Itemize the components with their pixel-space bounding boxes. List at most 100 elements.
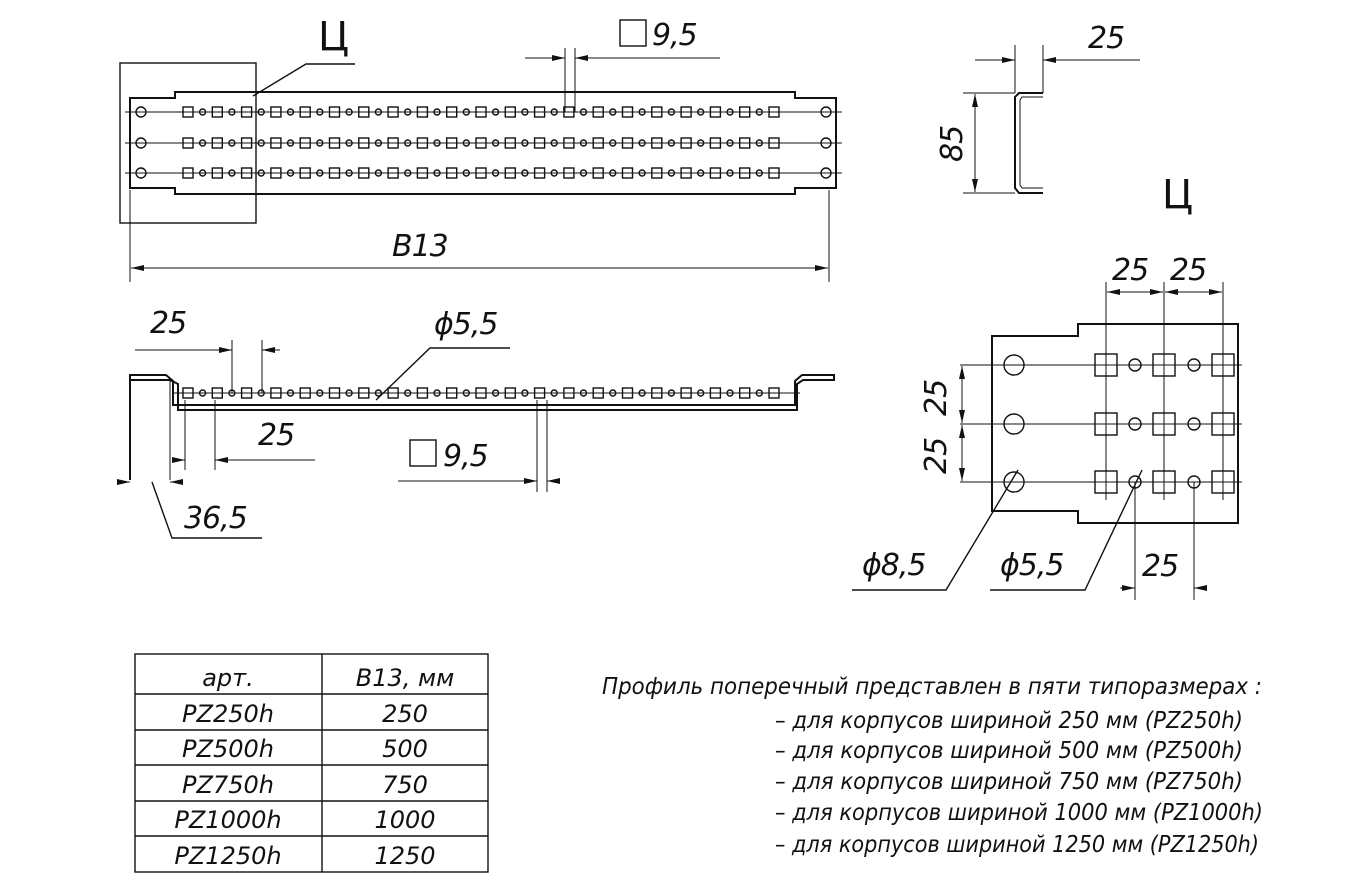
square-hole	[621, 137, 634, 149]
small-hole	[638, 108, 646, 116]
large-hole	[135, 106, 147, 118]
small-hole	[404, 108, 412, 116]
square-hole	[446, 137, 458, 149]
small-hole	[316, 139, 324, 147]
square-hole	[240, 167, 253, 179]
square-hole	[328, 137, 341, 149]
detail-pitch-y-2: 25	[919, 438, 954, 474]
table-cell-art: PZ1000h	[174, 806, 281, 834]
small-hole	[286, 389, 295, 397]
table-cell-b13: 250	[382, 700, 428, 728]
square-hole	[504, 137, 516, 149]
small-hole	[228, 169, 236, 177]
notes-line: – для корпусов шириной 500 мм (PZ500h)	[775, 738, 1243, 764]
table-header-b13: B13, мм	[356, 664, 454, 692]
square-hole	[387, 387, 399, 399]
small-hole	[521, 389, 529, 397]
small-hole	[1128, 417, 1142, 431]
detail-large-hole-dim: ϕ8,5	[862, 548, 926, 583]
small-hole	[316, 389, 324, 397]
small-hole	[1128, 358, 1142, 372]
small-hole	[1187, 358, 1201, 372]
small-hole	[491, 139, 500, 147]
square-hole	[270, 387, 282, 399]
small-hole	[579, 139, 588, 147]
small-hole	[697, 139, 705, 147]
small-hole	[1187, 417, 1201, 431]
small-hole	[726, 389, 734, 397]
square-hole	[211, 167, 224, 179]
small-hole	[755, 169, 763, 177]
callout-leader	[252, 63, 355, 97]
side-square-hole-dim: 9,5	[443, 439, 488, 474]
detail-hole-pattern	[1003, 353, 1235, 494]
small-hole	[609, 389, 617, 397]
square-hole	[387, 106, 399, 118]
small-hole	[404, 139, 412, 147]
square-hole	[270, 106, 282, 118]
small-hole	[345, 169, 353, 177]
notes: Профиль поперечный представлен в пяти ти…	[602, 674, 1263, 858]
table-cell-art: PZ250h	[182, 700, 274, 728]
small-hole	[316, 108, 324, 116]
small-hole	[462, 139, 470, 147]
detail-pitch-x-bottom: 25	[1142, 549, 1178, 584]
small-hole	[726, 139, 734, 147]
small-hole	[491, 108, 500, 116]
top-profile-outline	[129, 91, 837, 195]
small-hole	[433, 108, 441, 116]
callout-label: Ц	[318, 14, 349, 60]
square-hole	[240, 137, 253, 149]
small-hole	[491, 389, 500, 397]
square-hole	[475, 137, 487, 149]
large-hole	[1003, 354, 1025, 376]
square-hole	[182, 387, 194, 399]
square-hole	[416, 106, 429, 118]
large-hole	[820, 167, 832, 179]
square-symbol-icon	[619, 19, 647, 47]
small-hole	[667, 389, 676, 397]
square-hole	[680, 106, 692, 118]
top-square-hole-dim: 9,5	[652, 18, 697, 53]
side-offset-dim: 36,5	[184, 501, 247, 536]
small-hole	[755, 108, 763, 116]
offset-leader	[151, 481, 262, 539]
square-hole	[299, 106, 311, 118]
square-hole	[739, 137, 751, 149]
small-hole-leader	[990, 469, 1143, 591]
small-hole	[345, 389, 353, 397]
small-hole	[755, 139, 763, 147]
section-profile-inner	[1019, 96, 1043, 189]
detail-label: Ц	[1162, 172, 1193, 218]
square-hole	[621, 106, 634, 118]
square-hole	[211, 387, 224, 399]
top-view: Ц 9,5 B13	[119, 14, 842, 282]
section-view: 25 85	[935, 21, 1140, 194]
square-hole	[533, 167, 546, 179]
square-hole	[709, 106, 722, 118]
square-hole	[739, 167, 751, 179]
large-hole	[135, 137, 147, 149]
small-hole	[316, 169, 324, 177]
small-hole	[609, 139, 617, 147]
square-hole	[739, 106, 751, 118]
large-hole-leader	[852, 469, 1019, 591]
small-hole	[257, 389, 265, 397]
square-hole	[563, 137, 575, 149]
small-hole	[198, 389, 207, 397]
side-pitch-dim: 25	[150, 306, 186, 341]
small-hole	[198, 108, 207, 116]
square-hole	[299, 387, 311, 399]
detail-small-hole-dim: ϕ5,5	[1000, 548, 1064, 583]
square-hole	[709, 387, 722, 399]
square-hole	[299, 167, 311, 179]
small-hole	[433, 139, 441, 147]
detail-pitch-x-2: 25	[1170, 253, 1206, 288]
side-hole-dim: ϕ5,5	[434, 307, 498, 342]
section-height-dim: 85	[935, 126, 970, 162]
square-hole	[475, 167, 487, 179]
large-hole	[820, 106, 832, 118]
square-hole	[270, 137, 282, 149]
small-hole	[521, 108, 529, 116]
small-hole	[726, 108, 734, 116]
